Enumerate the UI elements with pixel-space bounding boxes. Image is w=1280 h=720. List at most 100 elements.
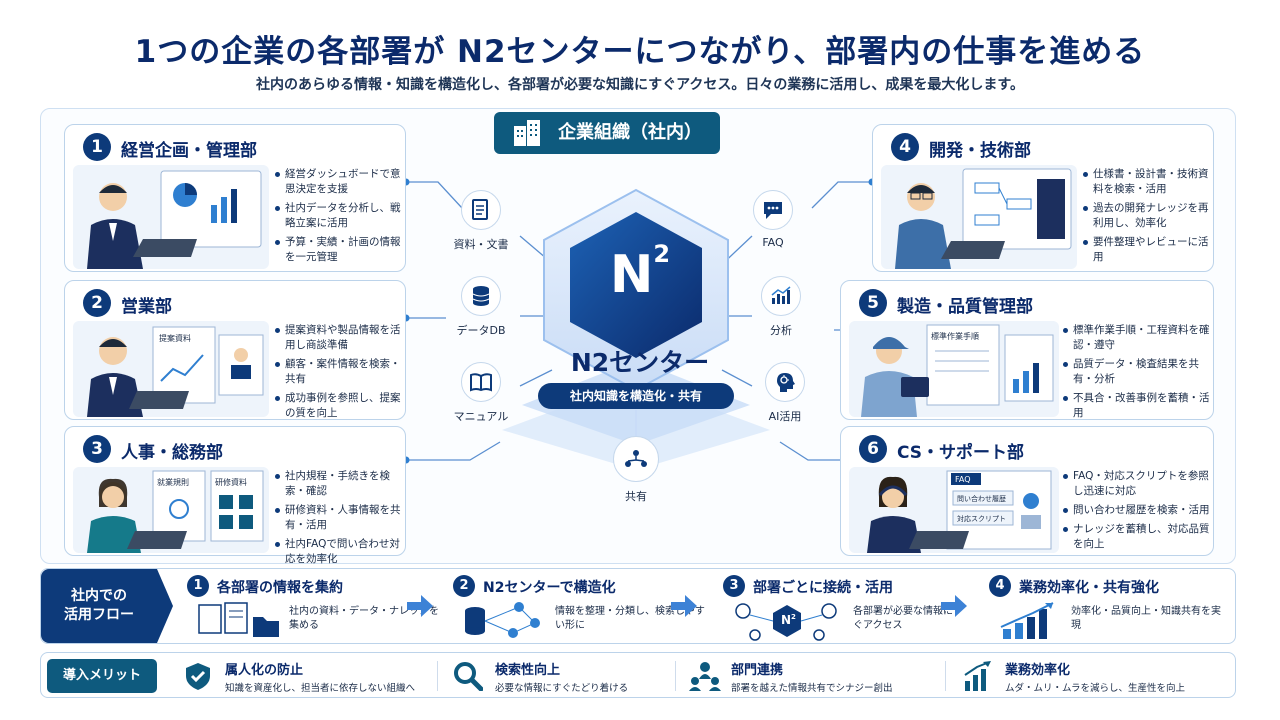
n2-logo-letter: N — [609, 245, 654, 305]
dept-bullet: 品質データ・検査結果を共有・分析 — [1063, 357, 1211, 387]
category-label: 分析 — [770, 324, 792, 337]
dept-number: 5 — [859, 289, 887, 317]
illus-label: 対応スクリプト — [957, 514, 1006, 523]
dept-number: 6 — [859, 435, 887, 463]
flow-step-1: 1 各部署の情報を集約 社内の資料・データ・ナレッジを集める — [187, 569, 439, 643]
category-faq[interactable]: FAQ — [728, 190, 818, 249]
category-ai[interactable]: AI活用 — [740, 362, 830, 424]
dept-card-sales[interactable]: 2 営業部 提案資料 提案資料や製品情報を活用し商談準備 顧客・案件情報を検索・… — [64, 280, 406, 420]
dept-illustration: FAQ 問い合わせ履歴 対応スクリプト — [849, 467, 1059, 553]
step-number: 3 — [723, 575, 745, 597]
dept-bullet: 仕様書・設計書・技術資料を検索・活用 — [1083, 167, 1211, 197]
illus-label: 就業規則 — [157, 477, 189, 487]
dept-illustration — [881, 165, 1077, 269]
category-label: データDB — [456, 324, 506, 337]
n2-mini-letter: N — [781, 613, 792, 627]
dept-bullet: 顧客・案件情報を検索・共有 — [275, 357, 403, 387]
dept-bullet: ナレッジを蓄積し、対応品質を向上 — [1063, 522, 1211, 552]
merits-bar: 導入メリット 属人化の防止 知識を資産化し、担当者に依存しない組織へ 検索性向上… — [40, 652, 1236, 698]
dept-number: 1 — [83, 133, 111, 161]
flow-label-line: 活用フロー — [64, 607, 134, 623]
dept-card-cs[interactable]: 6 CS・サポート部 FAQ 問い合わせ履歴 対応スクリプト FAQ・対応スクリ… — [840, 426, 1214, 556]
dept-illustration: 標準作業手順 — [849, 321, 1059, 417]
step-number: 4 — [989, 575, 1011, 597]
dept-card-manufacturing[interactable]: 5 製造・品質管理部 標準作業手順 標準作業手順・工程資料を確認・遵守 品質デー… — [840, 280, 1214, 420]
document-icon — [472, 199, 488, 220]
share-icon — [625, 450, 647, 467]
merit-title: 検索性向上 — [495, 663, 561, 678]
step-desc: 効率化・品質向上・知識共有を実現 — [1071, 606, 1221, 631]
arrow-right-icon — [941, 595, 967, 617]
illus-label: 標準作業手順 — [931, 331, 979, 341]
dept-name: 営業部 — [121, 297, 172, 317]
growth-bars-icon — [1000, 602, 1054, 639]
dept-bullet: 研修資料・人事情報を共有・活用 — [275, 503, 403, 533]
category-label: 資料・文書 — [453, 238, 509, 251]
step-desc: 情報を整理・分類し、検索しやすい形に — [555, 606, 705, 631]
merit-divider — [945, 661, 946, 691]
dept-illustration — [73, 165, 269, 269]
merit-item-1: 属人化の防止 知識を資産化し、担当者に依存しない組織へ — [183, 653, 443, 699]
dept-name: 経営企画・管理部 — [121, 141, 257, 161]
merit-desc: 必要な情報にすぐたどり着ける — [495, 683, 629, 694]
dept-bullet: 予算・実績・計画の情報を一元管理 — [275, 235, 403, 265]
page-title: 1つの企業の各部署が N2センターにつながり、部署内の仕事を進める — [134, 34, 1146, 70]
n2-logo: N2 — [590, 240, 690, 305]
flow-label-line: 社内での — [71, 588, 127, 604]
illus-label: 提案資料 — [159, 333, 191, 343]
dept-bullet: 経営ダッシュボードで意思決定を支援 — [275, 167, 403, 197]
dept-illustration: 就業規則 研修資料 — [73, 467, 269, 553]
dept-bullet: FAQ・対応スクリプトを参照し迅速に対応 — [1063, 469, 1211, 499]
dept-bullet: 過去の開発ナレッジを再利用し、効率化 — [1083, 201, 1211, 231]
dept-number: 2 — [83, 289, 111, 317]
merit-desc: 知識を資産化し、担当者に依存しない組織へ — [225, 683, 416, 694]
category-manual[interactable]: マニュアル — [436, 362, 526, 424]
book-icon — [470, 373, 492, 392]
ai-head-icon — [777, 373, 795, 392]
category-label: FAQ — [762, 236, 784, 249]
merit-item-2: 検索性向上 必要な情報にすぐたどり着ける — [453, 653, 713, 699]
dept-bullet: 成功事例を参照し、提案の質を向上 — [275, 391, 403, 421]
building-icon — [514, 120, 540, 146]
category-database[interactable]: データDB — [436, 276, 526, 338]
merit-divider — [675, 661, 676, 691]
merit-title: 業務効率化 — [1005, 663, 1071, 678]
step-title: 業務効率化・共有強化 — [1019, 580, 1159, 596]
dept-number: 3 — [83, 435, 111, 463]
flow-step-2: 2 N2センターで構造化 情報を整理・分類し、検索しやすい形に — [453, 569, 705, 643]
flow-step-4: 4 業務効率化・共有強化 効率化・品質向上・知識共有を実現 — [989, 569, 1229, 643]
dept-illustration: 提案資料 — [73, 321, 269, 417]
step-number: 1 — [187, 575, 209, 597]
merit-desc: ムダ・ムリ・ムラを減らし、生産性を向上 — [1005, 683, 1186, 694]
merit-title: 部門連携 — [731, 663, 784, 678]
dept-card-management[interactable]: 1 経営企画・管理部 経営ダッシュボードで意思決定を支援 社内データを分析し、戦… — [64, 124, 406, 272]
team-icon — [689, 662, 721, 691]
dept-card-hr[interactable]: 3 人事・総務部 就業規則 研修資料 社内規程・手続きを検索・確認 研修資料・人… — [64, 426, 406, 565]
org-badge: 企業組織（社内） — [494, 112, 720, 154]
dept-name: 人事・総務部 — [121, 443, 223, 463]
dept-name: 開発・技術部 — [929, 141, 1031, 161]
dept-bullet: 不具合・改善事例を蓄積・活用 — [1063, 391, 1211, 421]
database-network-icon — [465, 602, 540, 638]
illus-label: 研修資料 — [215, 477, 247, 487]
category-share[interactable]: 共有 — [591, 436, 681, 504]
n2-center-title: N2センター — [570, 348, 710, 377]
dept-card-dev[interactable]: 4 開発・技術部 仕様書・設計書・技術資料を検索・活用 過去の開発ナレッジを再利… — [872, 124, 1214, 272]
step-title: N2センターで構造化 — [483, 580, 616, 596]
dept-bullet: 要件整理やレビューに活用 — [1083, 235, 1211, 265]
category-documents[interactable]: 資料・文書 — [436, 190, 526, 252]
category-label: AI活用 — [768, 410, 802, 423]
department-connect-icon — [735, 603, 837, 641]
usage-flow: 社内での 活用フロー 1 各部署の情報を集約 社内の資料・データ・ナレッジを集め… — [40, 568, 1236, 644]
illus-label: FAQ — [955, 475, 971, 484]
merit-item-3: 部門連携 部署を越えた情報共有でシナジー創出 — [689, 653, 949, 699]
arrow-right-icon — [407, 595, 433, 617]
dept-bullet: 提案資料や製品情報を活用し商談準備 — [275, 323, 403, 353]
merit-divider — [437, 661, 438, 691]
category-analysis[interactable]: 分析 — [736, 276, 826, 338]
dept-bullet: 問い合わせ履歴を検索・活用 — [1063, 503, 1211, 518]
dept-bullet: 標準作業手順・工程資料を確認・遵守 — [1063, 323, 1211, 353]
dept-bullet: 社内データを分析し、戦略立案に活用 — [275, 201, 403, 231]
dept-bullet: 社内規程・手続きを検索・確認 — [275, 469, 403, 499]
